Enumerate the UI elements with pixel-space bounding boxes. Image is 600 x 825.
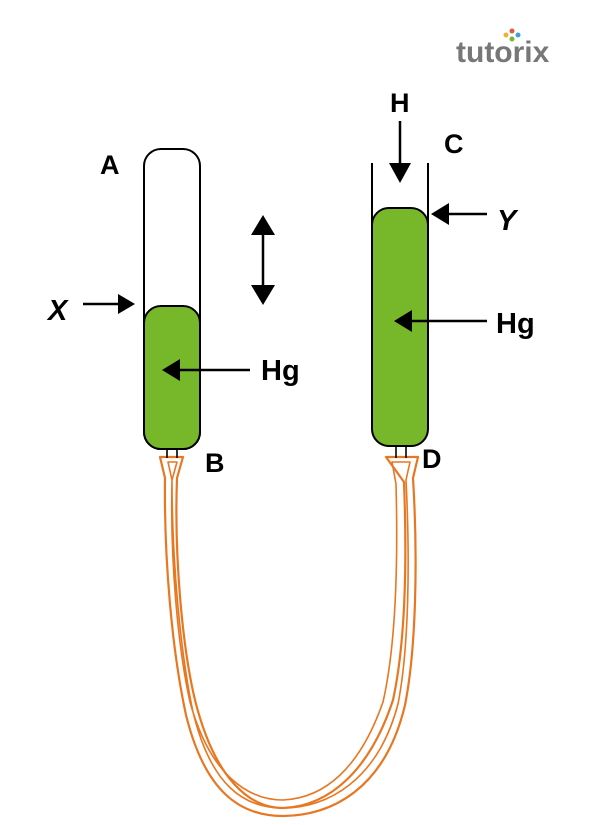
mercury-column-left: [143, 305, 201, 450]
arrow-h: [389, 121, 411, 183]
label-b: B: [205, 448, 225, 478]
label-y: Y: [497, 205, 519, 237]
arrow-hg-right: [394, 310, 487, 332]
logo-dot: [509, 36, 515, 42]
label-a: A: [100, 150, 120, 180]
label-hg-right: Hg: [496, 308, 535, 340]
label-c: C: [444, 129, 464, 159]
logo-dot: [509, 28, 515, 34]
logo-text: tutorix: [456, 36, 550, 69]
arrow-x: [83, 294, 135, 314]
label-x: X: [46, 295, 69, 327]
tutorix-logo: tutorix: [456, 28, 550, 69]
arrow-hg-left: [162, 359, 250, 381]
connector-tube-outer: [158, 455, 420, 818]
label-h: H: [390, 88, 410, 118]
tube-right: [371, 163, 429, 447]
double-vertical-arrow-icon: [251, 215, 275, 305]
mercury-column-right: [371, 207, 429, 447]
connector-tube-inner: [167, 461, 411, 809]
label-d: D: [422, 444, 442, 474]
logo-dot: [503, 32, 509, 38]
label-hg-left: Hg: [261, 355, 300, 387]
arrow-y: [431, 203, 487, 225]
tube-left: [143, 148, 201, 450]
logo-dot: [515, 32, 521, 38]
connector-tube: [158, 455, 420, 818]
